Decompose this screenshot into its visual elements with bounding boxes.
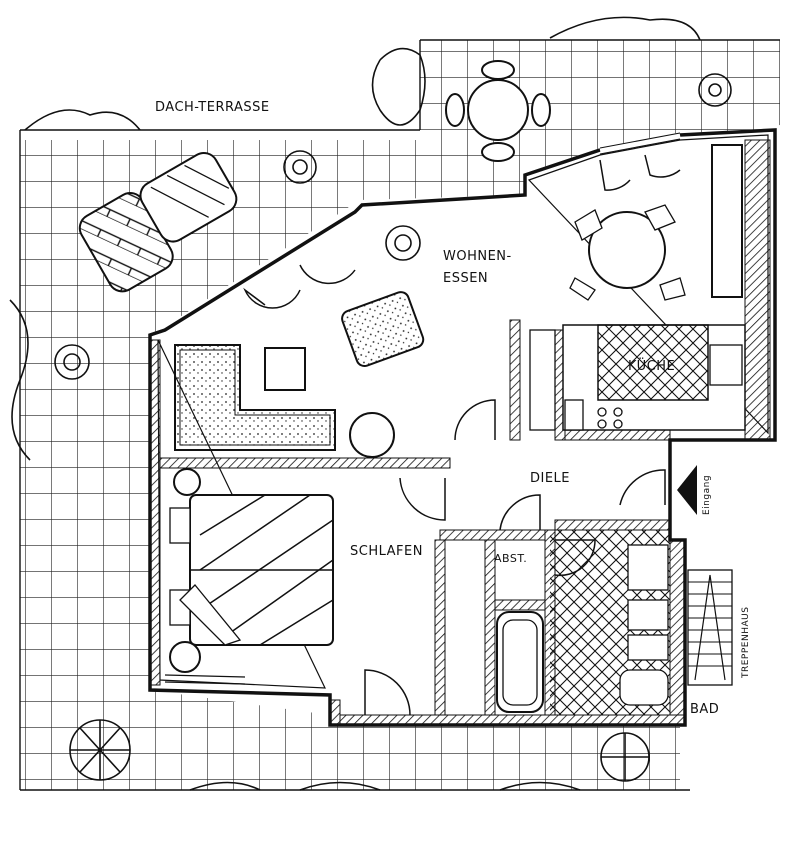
stairwell bbox=[687, 569, 733, 686]
bedroom-furniture bbox=[169, 468, 334, 673]
label-treppenhaus: TREPPENHAUS bbox=[741, 607, 751, 679]
label-abst: ABST. bbox=[494, 552, 527, 565]
dining-table bbox=[569, 204, 686, 301]
label-essen: ESSEN bbox=[443, 271, 488, 286]
entrance-arrow-icon bbox=[677, 465, 697, 515]
terrace-furniture bbox=[9, 16, 732, 791]
label-wohnen: WOHNEN- bbox=[443, 249, 512, 264]
label-bad: BAD bbox=[690, 702, 719, 717]
label-kueche: KÜCHE bbox=[628, 357, 675, 374]
label-diele: DIELE bbox=[530, 471, 570, 486]
lounge-chair-2 bbox=[139, 151, 238, 243]
plants bbox=[9, 16, 732, 791]
bathroom bbox=[496, 530, 670, 715]
living-furniture bbox=[174, 144, 743, 458]
kitchen bbox=[529, 324, 746, 431]
label-schlafen: SCHLAFEN bbox=[350, 544, 423, 559]
label-dach-terrasse: DACH-TERRASSE bbox=[155, 100, 270, 115]
terrace-table bbox=[445, 60, 551, 162]
label-eingang: Eingang bbox=[702, 475, 712, 515]
